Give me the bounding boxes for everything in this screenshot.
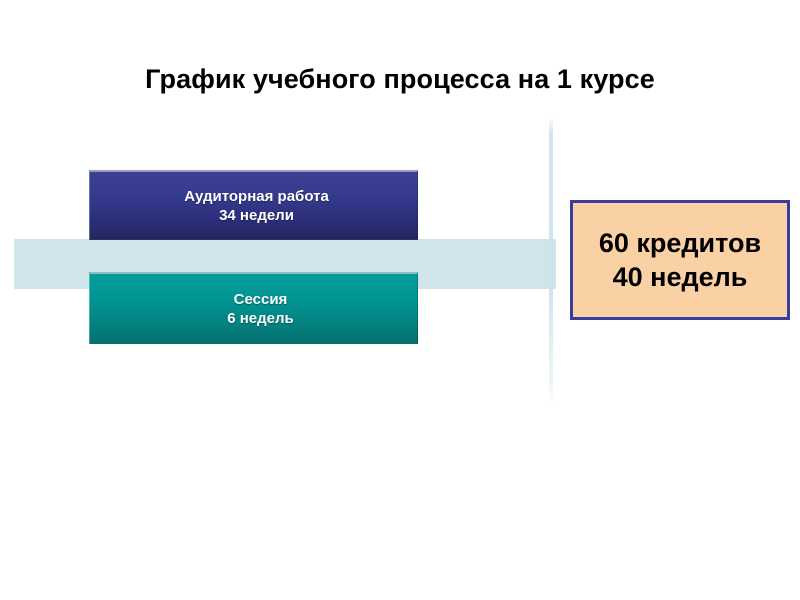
page-title: График учебного процесса на 1 курсе — [145, 64, 655, 94]
summary-credits-line1: 60 кредитов — [598, 228, 762, 258]
block-study-work-line2: 34 недели — [219, 206, 294, 224]
vertical-divider-line — [549, 117, 553, 407]
summary-credits-box[interactable]: 60 кредитов 40 недель — [570, 200, 790, 320]
block-session[interactable]: Сессия 6 недель — [89, 272, 418, 344]
block-study-work[interactable]: Аудиторная работа 34 недели — [89, 170, 418, 240]
summary-credits-line2: 40 недель — [612, 262, 748, 292]
block-session-line2: 6 недель — [227, 309, 294, 327]
block-study-work-line1: Аудиторная работа — [184, 187, 329, 205]
block-session-line1: Сессия — [233, 290, 288, 308]
